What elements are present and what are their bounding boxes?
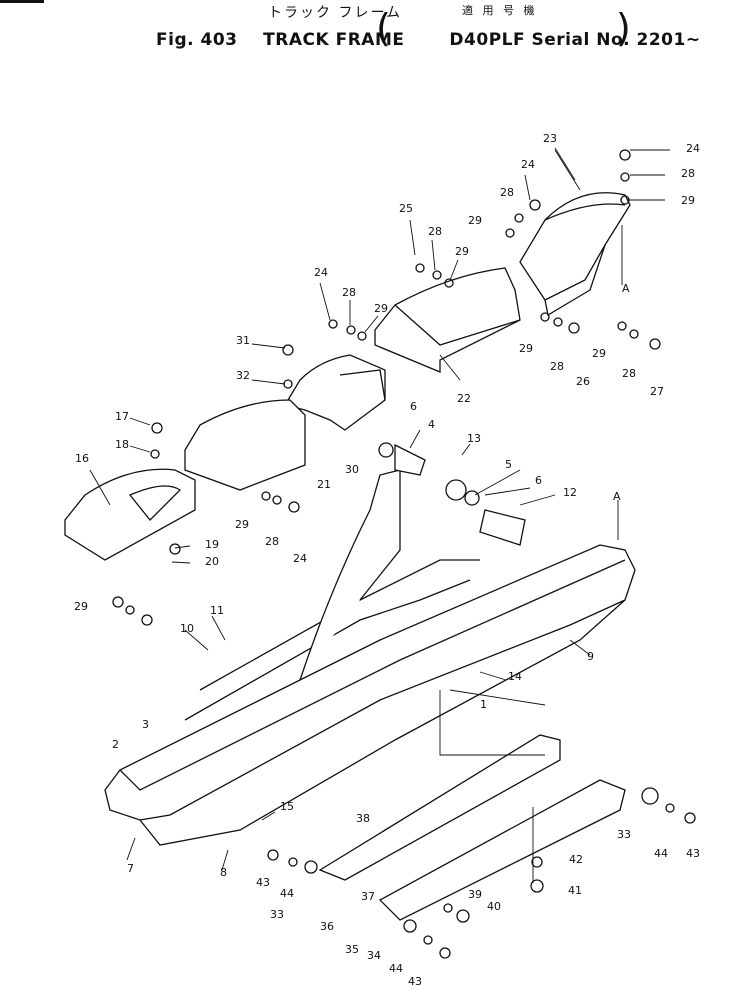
callout: 25 xyxy=(399,202,413,215)
callout: 5 xyxy=(505,458,512,471)
callout: 28 xyxy=(342,286,356,299)
callout: 26 xyxy=(576,375,590,388)
callout: 8 xyxy=(220,866,227,879)
part-cover-22 xyxy=(374,267,521,373)
callout: 7 xyxy=(127,862,134,875)
callout: 24 xyxy=(686,142,700,155)
callout: 15 xyxy=(280,800,294,813)
callout: 29 xyxy=(681,194,695,207)
part-cover-21 xyxy=(184,399,306,491)
callout: 22 xyxy=(457,392,471,405)
callout: 44 xyxy=(280,887,294,900)
callout: 11 xyxy=(210,604,224,617)
callout: 21 xyxy=(317,478,331,491)
callout: 29 xyxy=(235,518,249,531)
callout: 12 xyxy=(563,486,577,499)
callout: 42 xyxy=(569,853,583,866)
japanese-applicability: 適 用 号 機 xyxy=(462,4,538,17)
callout: 6 xyxy=(410,400,417,413)
callout: 31 xyxy=(236,334,250,347)
hardware xyxy=(112,149,696,959)
callout: 39 xyxy=(468,888,482,901)
callout: 3 xyxy=(142,718,149,731)
callout: 29 xyxy=(519,342,533,355)
paren-open: ( xyxy=(376,6,391,50)
callout: 14 xyxy=(508,670,522,683)
callout: 29 xyxy=(455,245,469,258)
callout: 33 xyxy=(270,908,284,921)
paren-close: ) xyxy=(616,6,631,50)
callout: 40 xyxy=(487,900,501,913)
leader-lines xyxy=(89,147,670,883)
callout: 19 xyxy=(205,538,219,551)
callout: 28 xyxy=(681,167,695,180)
callout: 6 xyxy=(535,474,542,487)
callout: 29 xyxy=(592,347,606,360)
callout: 30 xyxy=(345,463,359,476)
figure-name: TRACK FRAME xyxy=(263,30,405,50)
callout: 23 xyxy=(543,132,557,145)
callout: 20 xyxy=(205,555,219,568)
callout: 9 xyxy=(587,650,594,663)
callout: 43 xyxy=(686,847,700,860)
part-cover-rear xyxy=(519,192,631,317)
callout: 35 xyxy=(345,943,359,956)
callout: 24 xyxy=(314,266,328,279)
callout: 27 xyxy=(650,385,664,398)
callout: 44 xyxy=(654,847,668,860)
callout: 43 xyxy=(408,975,422,986)
callout: 29 xyxy=(74,600,88,613)
callout: 37 xyxy=(361,890,375,903)
callout: 44 xyxy=(389,962,403,975)
callout: 41 xyxy=(568,884,582,897)
callout: 24 xyxy=(293,552,307,565)
callout: 28 xyxy=(550,360,564,373)
callout: 28 xyxy=(428,225,442,238)
callout: 28 xyxy=(500,186,514,199)
callout: 10 xyxy=(180,622,194,635)
callout: 43 xyxy=(256,876,270,889)
serial-spec: D40PLF Serial No. 2201~ xyxy=(449,30,701,50)
callout: 36 xyxy=(320,920,334,933)
part-pin-12 xyxy=(479,509,526,546)
callout: 29 xyxy=(374,302,388,315)
part-guard xyxy=(318,734,626,921)
header-rule xyxy=(0,0,44,3)
callout: 28 xyxy=(265,535,279,548)
callout: 34 xyxy=(367,949,381,962)
part-pivot-arm xyxy=(299,443,426,681)
japanese-title: トラック フレーム xyxy=(268,5,403,21)
callout: 28 xyxy=(622,367,636,380)
callout: 17 xyxy=(115,410,129,423)
callout: 24 xyxy=(521,158,535,171)
figure-title: Fig. 403 TRACK FRAME D40PLF Serial No. 2… xyxy=(156,30,701,50)
part-bracket-30 xyxy=(283,354,386,431)
callout: 32 xyxy=(236,369,250,382)
callout: 1 xyxy=(480,698,487,711)
figure-label: Fig. 403 xyxy=(156,30,238,50)
marker-a: A xyxy=(613,490,621,503)
callout: 38 xyxy=(356,812,370,825)
callout: 2 xyxy=(112,738,119,751)
part-track-frame xyxy=(104,544,636,846)
callout: 33 xyxy=(617,828,631,841)
callout: 18 xyxy=(115,438,129,451)
callout: 4 xyxy=(428,418,435,431)
marker-a: A xyxy=(622,282,630,295)
callout: 29 xyxy=(468,214,482,227)
callout: 13 xyxy=(467,432,481,445)
part-cover-16 xyxy=(64,468,196,561)
callout-labels: 1 2 3 4 5 6 6 7 8 9 10 11 12 13 14 15 16… xyxy=(74,132,700,986)
callout: 16 xyxy=(75,452,89,465)
